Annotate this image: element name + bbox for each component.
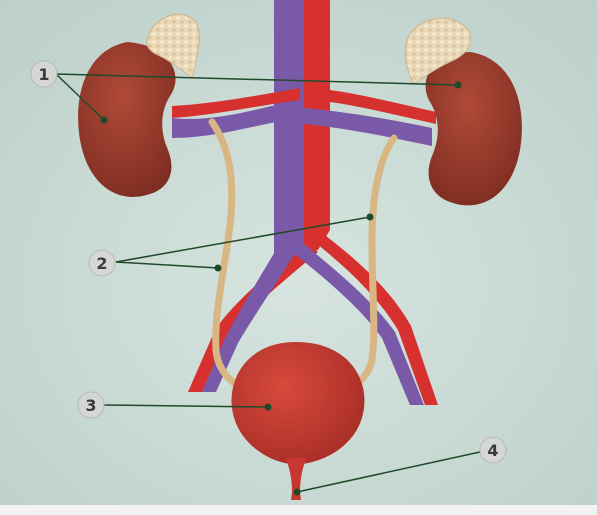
vena-cava [274,0,304,258]
badge-1: 1 [31,61,57,87]
badge-2: 2 [89,250,115,276]
dot-2-right [367,214,374,221]
dot-4 [294,489,301,496]
label-3-text: 3 [85,396,96,415]
dot-3 [265,404,272,411]
dot-2-left [215,265,222,272]
right-kidney [426,52,522,205]
dot-1-left [101,117,108,124]
label-4-text: 4 [487,441,498,460]
left-kidney [78,42,175,197]
badge-3: 3 [78,392,104,418]
label-2-text: 2 [96,254,107,273]
label-1-text: 1 [38,65,49,84]
dot-1-right [455,82,462,89]
photo-border-bottom [0,505,597,515]
badge-4: 4 [480,437,506,463]
